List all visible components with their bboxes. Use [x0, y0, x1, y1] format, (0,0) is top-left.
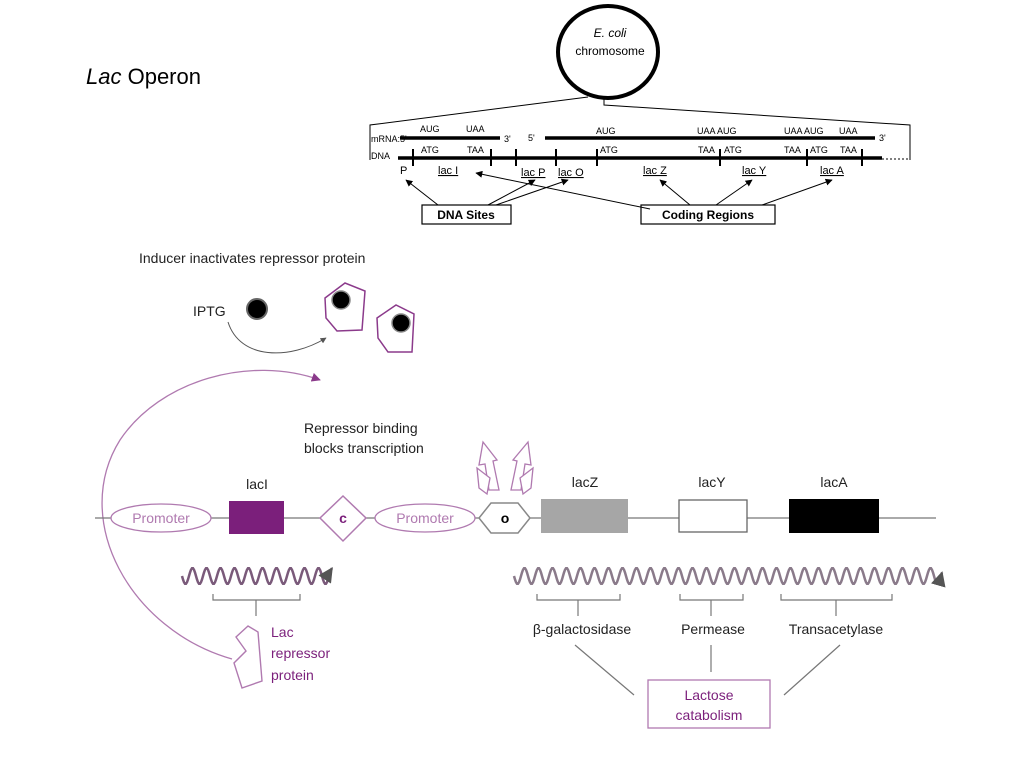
- mrna-codon: UAA AUG: [784, 126, 824, 136]
- mrna-5prime: 5': [528, 133, 535, 143]
- region-lac-y: lac Y: [742, 165, 767, 177]
- repression-note-line1: Repressor binding: [304, 420, 418, 436]
- dna-sites-box: [421, 204, 512, 225]
- dna-codon: ATG: [600, 145, 618, 155]
- lacz-label: lacZ: [572, 474, 599, 490]
- repressor-feedback-arc: [101, 369, 321, 660]
- chromosome-species: E. coli: [594, 26, 627, 40]
- induction-heading: Inducer inactivates repressor protein: [139, 250, 365, 266]
- bgal-to-catabolism: [574, 644, 635, 696]
- permease-label: Permease: [681, 621, 745, 637]
- dna-codon: ATG: [724, 145, 742, 155]
- mrna-3prime: 3': [504, 134, 511, 144]
- operator: [478, 502, 531, 534]
- chromosome-map: E. coli chromosome mRNA:5' AUG UAA 3' 5'…: [369, 4, 911, 225]
- dna-codon: TAA: [698, 145, 715, 155]
- title-italic: Lac: [86, 64, 122, 89]
- title-rest: Operon: [121, 64, 201, 89]
- iptg-label: IPTG: [193, 303, 226, 319]
- dna-tick-marks: [412, 149, 863, 166]
- dna-codon: ATG: [810, 145, 828, 155]
- promoter-1-label: Promoter: [132, 510, 190, 526]
- laca-gene: [789, 499, 879, 533]
- operon-mrna: [512, 566, 946, 588]
- zoom-line-left: [369, 96, 589, 160]
- cap-site-label: c: [339, 510, 347, 526]
- region-lac-p: lac P: [521, 167, 545, 179]
- iptg-molecule: [246, 298, 268, 320]
- coding-regions-label: Coding Regions: [662, 208, 754, 222]
- map-arrows: [405, 170, 833, 210]
- mrna-3prime: 3': [879, 133, 886, 143]
- inactivated-repressor-1: [324, 282, 366, 332]
- lacz-gene: [541, 499, 628, 533]
- region-lac-a: lac A: [820, 165, 845, 177]
- catabolism-box: [647, 679, 771, 729]
- permease-bracket: [679, 594, 744, 601]
- chromosome-circle: [556, 4, 660, 100]
- mrna-label: mRNA:5': [371, 134, 407, 144]
- coding-regions-box: [640, 204, 776, 225]
- lacy-gene: [678, 499, 748, 533]
- repressor-line1: Lac: [271, 624, 294, 640]
- region-lac-o: lac O: [558, 167, 584, 179]
- dna-codon: TAA: [784, 145, 801, 155]
- mrna-codon: UAA AUG: [697, 126, 737, 136]
- bgal-bracket: [536, 594, 621, 601]
- promoter-1: [110, 503, 212, 533]
- cap-site: [318, 494, 368, 543]
- promoter-2: [374, 503, 476, 533]
- repressor-line3: protein: [271, 667, 314, 683]
- mrna-codon: AUG: [596, 126, 616, 136]
- bgal-label: β-galactosidase: [533, 621, 632, 637]
- dna-label: DNA: [371, 151, 390, 161]
- bound-repressor-arrows: [476, 440, 534, 496]
- region-lac-z: lac Z: [643, 165, 667, 177]
- promoter-site-label: P: [400, 165, 407, 177]
- mrna-codon: UAA: [839, 126, 858, 136]
- catabolism-line1: Lactose: [684, 687, 733, 703]
- operon-strip: Promoter lacI c Promoter o lacZ lacY lac…: [95, 440, 936, 543]
- dna-codon: TAA: [840, 145, 857, 155]
- repression-note-line2: blocks transcription: [304, 440, 424, 456]
- inactivated-repressor-2: [376, 304, 415, 353]
- dna-codon: ATG: [421, 145, 439, 155]
- catabolism-line2: catabolism: [676, 707, 743, 723]
- laci-gene: [229, 501, 284, 534]
- dna-codon: TAA: [467, 145, 484, 155]
- region-lac-i: lac I: [438, 165, 458, 177]
- dna-sites-label: DNA Sites: [437, 208, 495, 222]
- laci-label: lacI: [246, 476, 268, 492]
- lac-repressor-shape: [233, 625, 263, 689]
- induction-section: Inducer inactivates repressor protein IP…: [101, 250, 415, 660]
- page-title: Lac Operon: [86, 64, 201, 90]
- mrna-codon: AUG: [420, 124, 440, 134]
- laca-label: lacA: [820, 474, 848, 490]
- operator-label: o: [501, 510, 510, 526]
- transacetylase-to-catabolism: [783, 644, 841, 696]
- mrna-codon: UAA: [466, 124, 485, 134]
- promoter-2-label: Promoter: [396, 510, 454, 526]
- transacetylase-label: Transacetylase: [789, 621, 884, 637]
- products: [212, 594, 893, 696]
- transacetylase-bracket: [780, 594, 893, 601]
- laci-mrna: [180, 566, 334, 586]
- repressor-line2: repressor: [271, 645, 330, 661]
- chromosome-label: chromosome: [575, 44, 645, 58]
- zoom-line-right: [603, 97, 911, 160]
- laci-bracket: [212, 594, 301, 601]
- lacy-label: lacY: [698, 474, 726, 490]
- iptg-binding-arrow: [227, 321, 327, 354]
